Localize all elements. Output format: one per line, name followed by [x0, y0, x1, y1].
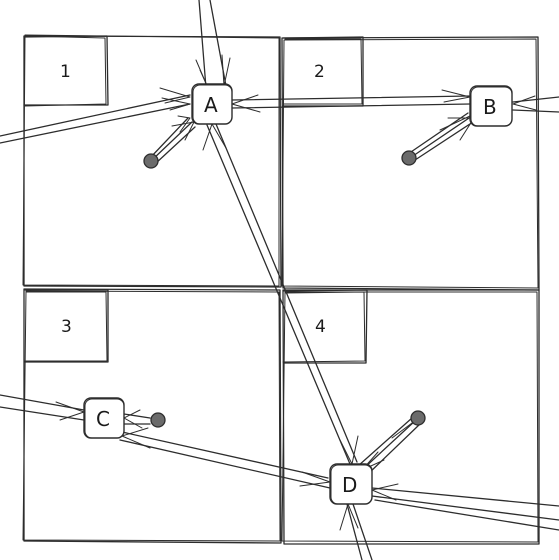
node-c-label: C: [96, 407, 110, 431]
edge-a-to-b: [231, 89, 471, 113]
quadrant-2-label: 2: [314, 62, 325, 82]
quadrant-3-label: 3: [61, 317, 72, 337]
quadrant-4-label-box: 4: [282, 289, 368, 364]
source-dot-c: [150, 412, 166, 428]
quadrant-2-label-box: 2: [282, 36, 364, 107]
quadrant-4-label: 4: [315, 317, 326, 337]
quadrant-1-label: 1: [60, 62, 71, 82]
edge-left-to-c: [0, 394, 85, 421]
node-c[interactable]: C: [83, 397, 125, 439]
edge-dot-to-d: [357, 417, 421, 475]
quadrant-4-frame: [281, 289, 540, 545]
node-b[interactable]: B: [469, 85, 513, 127]
node-b-label: B: [483, 95, 497, 119]
edge-c-to-d: [119, 427, 331, 489]
quadrant-3-frame: [22, 288, 282, 544]
source-dot-d: [410, 410, 426, 426]
source-dot-a: [143, 153, 159, 169]
edge-dot-to-c: [123, 409, 151, 429]
quadrant-1-frame: [22, 34, 282, 288]
edge-left-to-a: [0, 87, 191, 144]
edge-top-to-a: [195, 0, 231, 89]
quadrant-1-label-box: 1: [23, 35, 109, 107]
source-dot-b: [401, 150, 417, 166]
node-d[interactable]: D: [329, 463, 373, 505]
edge-bottom-to-d: [339, 503, 373, 560]
quadrant-3-label-box: 3: [23, 289, 109, 363]
edge-dot-to-a: [149, 115, 196, 165]
edge-dot-to-b: [407, 112, 477, 163]
node-d-label: D: [342, 473, 357, 497]
node-a-label: A: [204, 93, 218, 117]
edge-right-to-b: [512, 95, 559, 113]
node-a[interactable]: A: [191, 83, 233, 125]
edge-right-to-d: [371, 483, 559, 531]
